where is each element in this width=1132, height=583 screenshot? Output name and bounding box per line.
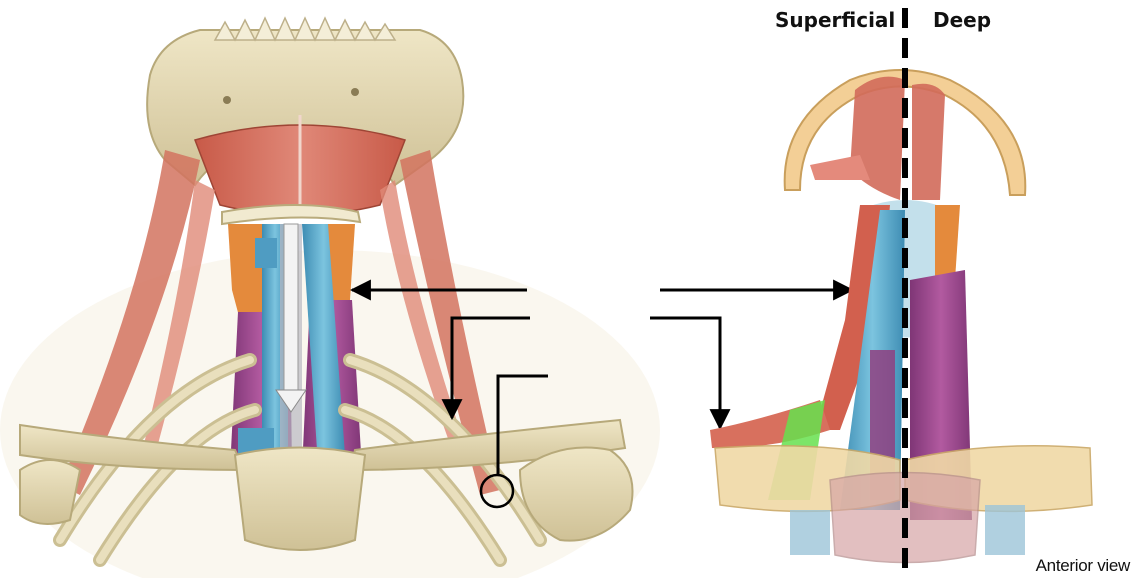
manubrium-right xyxy=(829,471,981,564)
scm-right xyxy=(400,150,500,495)
view-caption: Anterior view xyxy=(1035,556,1131,575)
scapula-right xyxy=(518,446,634,542)
manubrium xyxy=(233,446,367,551)
superficial-label: Superficial xyxy=(775,8,896,32)
left-anatomy-illustration xyxy=(0,16,660,583)
sternohyoid-superficial xyxy=(815,205,890,430)
deep-label: Deep xyxy=(933,8,992,32)
right-anatomy-illustration xyxy=(710,69,1093,564)
scapula-left xyxy=(19,459,82,525)
sternohyoid-right xyxy=(302,224,345,465)
leader-line-5 xyxy=(650,316,731,431)
clavicle-right xyxy=(348,418,627,472)
thyrohyoid-deep xyxy=(935,205,960,285)
leader-line-3 xyxy=(496,374,548,475)
hyoid-bone xyxy=(221,204,362,226)
leader-line-2 xyxy=(441,316,530,421)
leader-lines xyxy=(349,279,855,475)
scm-left xyxy=(60,150,200,495)
descent-arrow xyxy=(275,223,307,413)
